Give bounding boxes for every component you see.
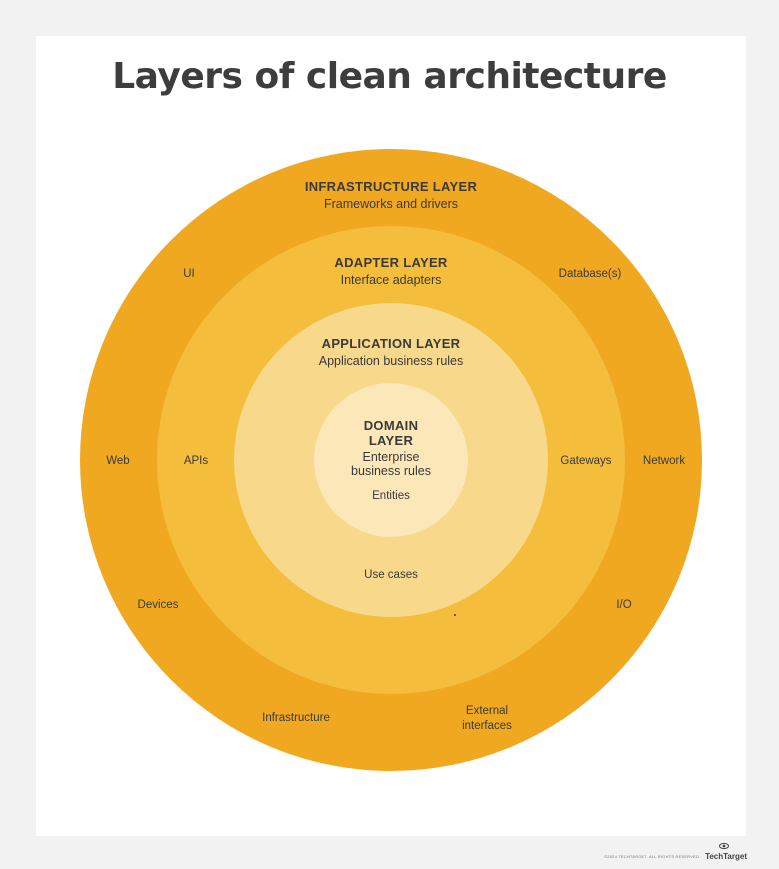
outer-item-databases: Database(s) <box>559 268 622 280</box>
outer-item-io: I/O <box>616 599 631 611</box>
domain-layer-subtitle-line2: business rules <box>351 464 431 478</box>
application-item-use-cases: Use cases <box>364 569 418 581</box>
infrastructure-layer-title: INFRASTRUCTURE LAYER <box>305 179 478 194</box>
domain-layer-core <box>314 383 468 537</box>
outer-item-ui: UI <box>183 268 195 280</box>
diagram-title: Layers of clean architecture <box>112 56 667 97</box>
outer-item-external-line2: interfaces <box>462 720 512 732</box>
outer-item-devices: Devices <box>138 599 179 611</box>
footer: ©2024 TECHTARGET. ALL RIGHTS RESERVED Te… <box>604 842 747 861</box>
adapter-item-gateways: Gateways <box>560 455 611 467</box>
copyright-text: ©2024 TECHTARGET. ALL RIGHTS RESERVED <box>604 854 700 859</box>
stray-dot <box>454 614 456 616</box>
domain-layer-title-line1: DOMAIN <box>364 418 419 433</box>
outer-item-network: Network <box>643 455 685 467</box>
adapter-layer-subtitle: Interface adapters <box>341 273 442 287</box>
adapter-layer-title: ADAPTER LAYER <box>334 255 448 270</box>
domain-layer-subtitle-line1: Enterprise <box>363 450 420 464</box>
domain-layer-title-line2: LAYER <box>369 433 414 448</box>
techtarget-logo: TechTarget <box>705 842 747 861</box>
application-layer-subtitle: Application business rules <box>319 354 464 368</box>
adapter-item-apis: APIs <box>184 455 209 467</box>
brand-name: TechTarget <box>705 852 747 861</box>
outer-item-external-line1: External <box>466 705 508 717</box>
eye-icon <box>719 842 730 850</box>
outer-item-infrastructure: Infrastructure <box>262 712 330 724</box>
application-layer-title: APPLICATION LAYER <box>322 336 461 351</box>
outer-item-web: Web <box>106 455 129 467</box>
domain-item-entities: Entities <box>372 490 410 502</box>
infrastructure-layer-subtitle: Frameworks and drivers <box>324 197 458 211</box>
